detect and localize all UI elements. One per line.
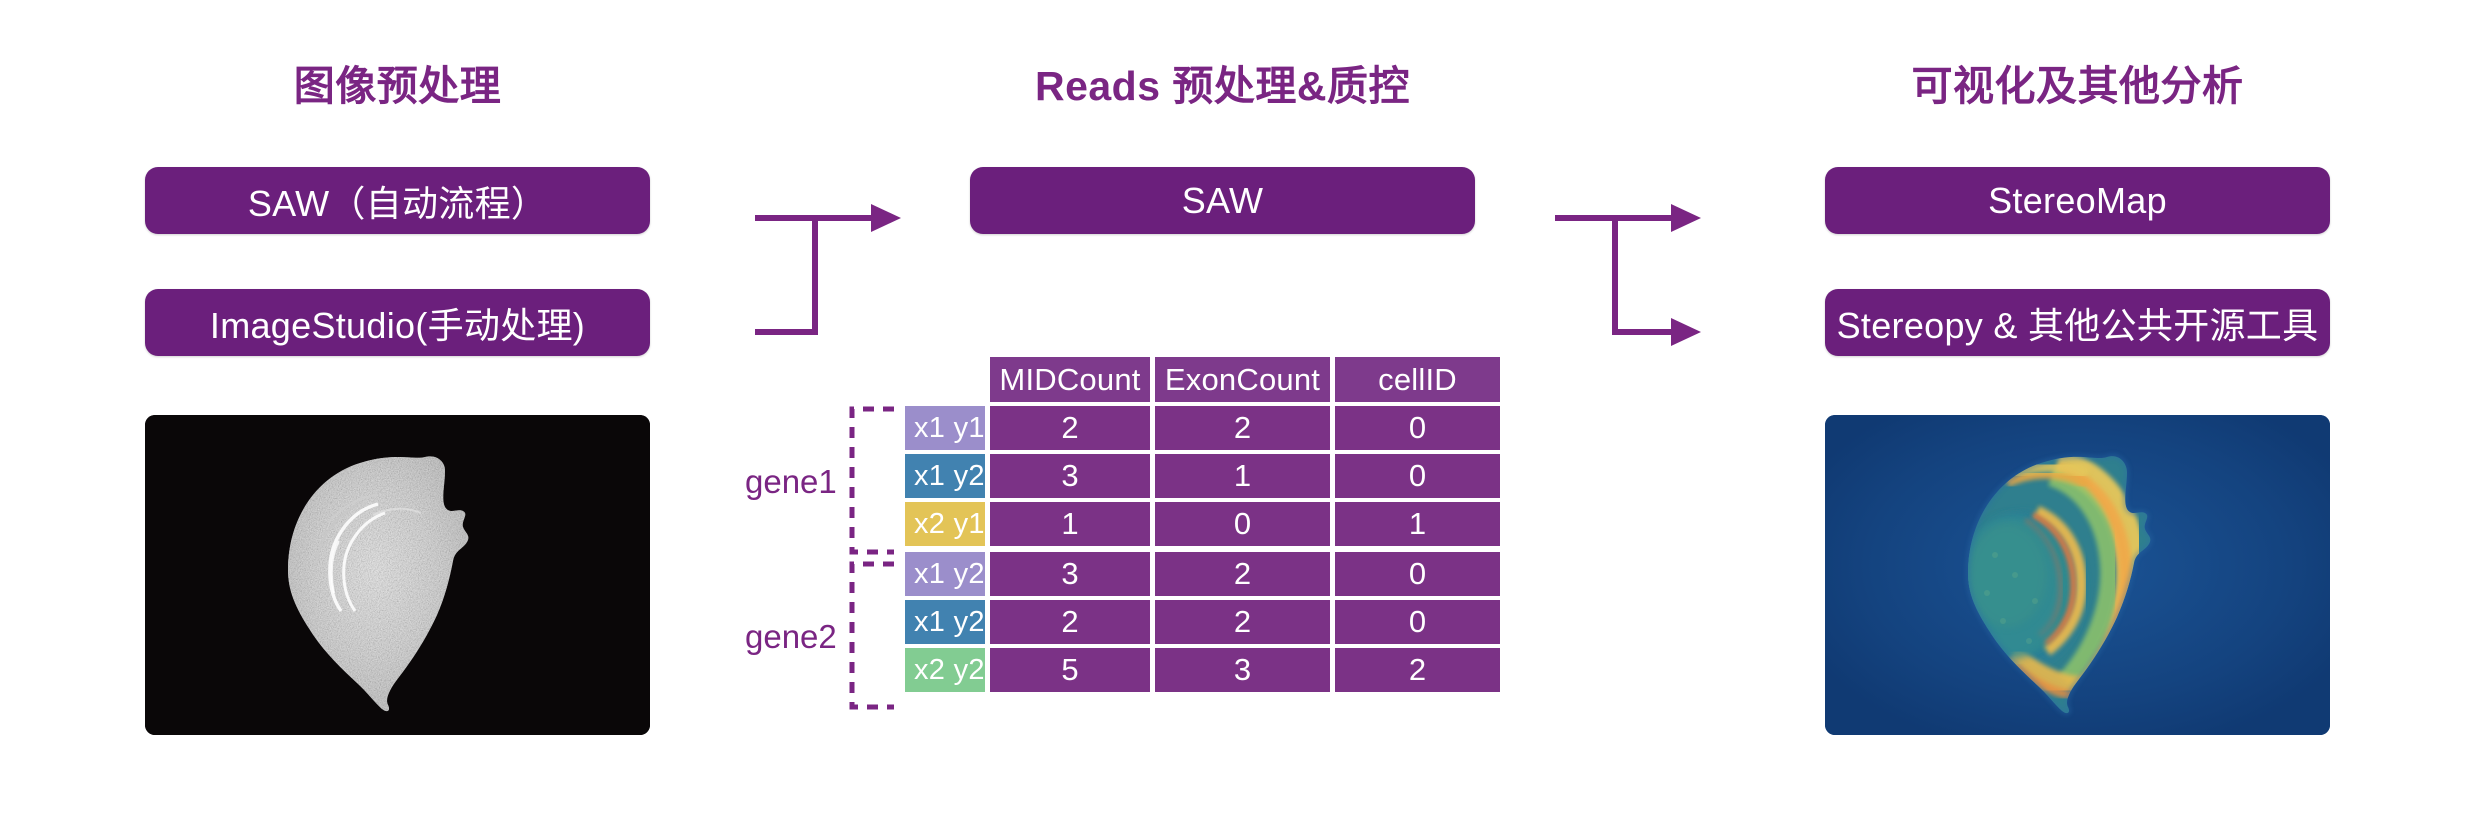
row-coord-label: x2 y2 [905,648,985,692]
table-row: x1 y2 2 2 0 [905,600,1500,644]
table-row: x2 y1 1 0 1 [905,502,1500,546]
table-corner-spacer [905,357,985,402]
table-row: x2 y2 5 3 2 [905,648,1500,692]
cell-cellid: 2 [1335,648,1500,692]
table-row: x1 y1 2 2 0 [905,406,1500,450]
cell-midcount: 3 [990,552,1150,596]
column-header-cellid: cellID [1335,357,1500,402]
tissue-ssdna-image [145,415,650,735]
cell-cellid: 0 [1335,406,1500,450]
table-row: x1 y2 3 1 0 [905,454,1500,498]
cell-cellid: 0 [1335,552,1500,596]
column-header-exoncount: ExonCount [1155,357,1330,402]
expression-matrix-table: MIDCount ExonCount cellID x1 y1 2 2 0 x1… [905,357,1500,696]
arrow-merge-left [755,195,955,355]
row-coord-label: x1 y2 [905,552,985,596]
gene-group-label-gene1: gene1 [745,463,837,500]
table-row: x1 y2 3 2 0 [905,552,1500,596]
column-title-reads-preprocessing: Reads 预处理&质控 [1034,63,1411,109]
box-stereopy-opensource[interactable]: Stereopy & 其他公共开源工具 [1825,289,2330,356]
cell-exoncount: 0 [1155,502,1330,546]
cell-midcount: 2 [990,600,1150,644]
cell-cellid: 0 [1335,600,1500,644]
cell-exoncount: 2 [1155,552,1330,596]
table-header-row: MIDCount ExonCount cellID [905,357,1500,402]
row-coord-label: x2 y1 [905,502,985,546]
cell-midcount: 3 [990,454,1150,498]
box-saw[interactable]: SAW [970,167,1475,234]
cell-cellid: 0 [1335,454,1500,498]
cell-exoncount: 3 [1155,648,1330,692]
cell-midcount: 2 [990,406,1150,450]
cell-midcount: 1 [990,502,1150,546]
box-imagestudio-manual[interactable]: ImageStudio(手动处理) [145,289,650,356]
row-coord-label: x1 y2 [905,600,985,644]
row-coord-label: x1 y2 [905,454,985,498]
row-coord-label: x1 y1 [905,406,985,450]
box-saw-auto-pipeline[interactable]: SAW（自动流程） [145,167,650,234]
cell-cellid: 1 [1335,502,1500,546]
arrow-split-right [1555,195,1755,355]
cell-exoncount: 1 [1155,454,1330,498]
column-title-visualization: 可视化及其他分析 [1911,63,2244,109]
cell-midcount: 5 [990,648,1150,692]
gene-bracket-gene2 [846,561,898,710]
box-stereomap[interactable]: StereoMap [1825,167,2330,234]
column-title-image-preprocessing: 图像预处理 [293,63,502,109]
tissue-expression-heatmap [1825,415,2330,735]
cell-exoncount: 2 [1155,406,1330,450]
column-header-midcount: MIDCount [990,357,1150,402]
cell-exoncount: 2 [1155,600,1330,644]
gene-bracket-gene1 [846,406,898,555]
gene-group-label-gene2: gene2 [745,618,837,655]
